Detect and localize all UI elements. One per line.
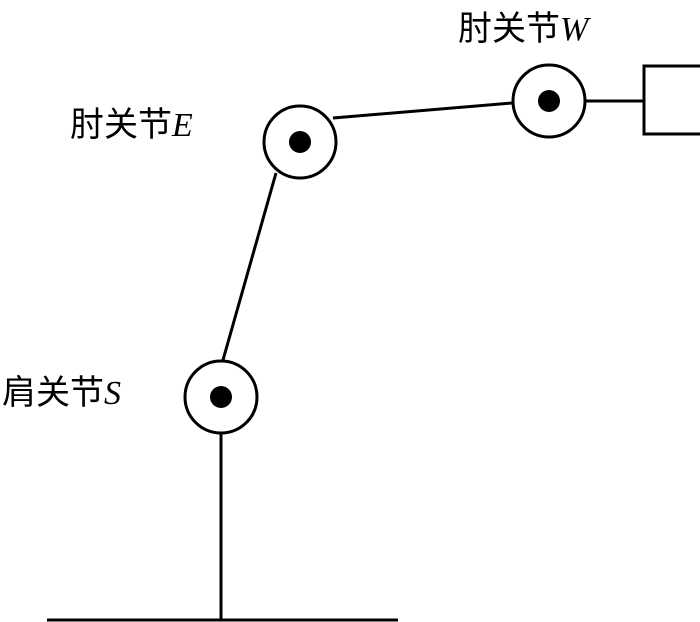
elbow-joint-label: 肘关节E: [70, 105, 193, 145]
shoulder-joint-label-text: 肩关节: [2, 373, 104, 413]
elbow-joint: [262, 104, 338, 180]
elbow-joint-label-text: 肘关节: [70, 105, 172, 145]
shoulder-joint-symbol: S: [104, 375, 121, 412]
shoulder-joint-inner: [210, 386, 232, 408]
elbow-joint-inner: [289, 131, 311, 153]
wrist-joint-label-text: 肘关节: [458, 9, 560, 49]
upper-arm-link: [221, 172, 278, 361]
wrist-joint: [511, 63, 587, 139]
shoulder-joint: [183, 359, 259, 435]
wrist-joint-inner: [538, 90, 560, 112]
elbow-joint-symbol: E: [171, 107, 193, 144]
end-effector: [642, 64, 700, 136]
wrist-joint-label: 肘关节W: [458, 9, 591, 49]
shoulder-joint-label: 肩关节S: [2, 373, 121, 413]
wrist-joint-symbol: W: [560, 11, 591, 48]
forearm-link: [332, 101, 513, 120]
